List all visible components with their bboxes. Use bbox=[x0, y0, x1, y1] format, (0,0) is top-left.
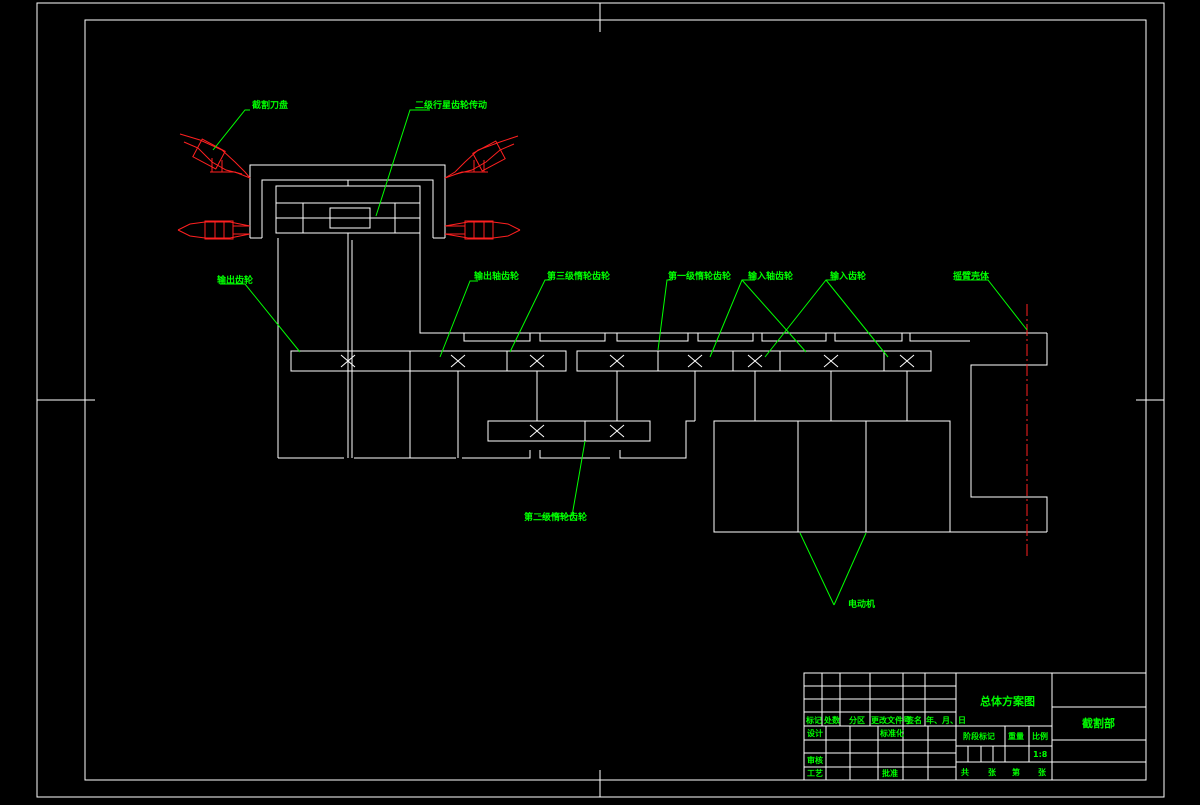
row-review: 审核 bbox=[807, 755, 823, 765]
row-standardization: 标准化 bbox=[879, 728, 904, 738]
sheet-no-label: 第 bbox=[1012, 767, 1020, 777]
label-cutter-head: 截割刀盘 bbox=[252, 99, 288, 111]
scale-value: 1:8 bbox=[1033, 750, 1048, 759]
planetary-gearbox bbox=[249, 164, 464, 458]
label-input-shaft-gear: 输入轴齿轮 bbox=[748, 270, 793, 282]
hdr-count: 处数 bbox=[823, 715, 841, 725]
weight-label: 重量 bbox=[1008, 731, 1024, 741]
gear-train bbox=[278, 332, 1047, 459]
outer-border bbox=[36, 2, 1165, 798]
hdr-mark: 标记 bbox=[805, 715, 822, 725]
sheet-unit-1: 张 bbox=[988, 768, 997, 777]
title-block-text: 总体方案图 截割部 标记 处数 分区 更改文件号 签名 年、月、日 设计 标准化… bbox=[805, 694, 1115, 778]
motors bbox=[713, 420, 1047, 533]
title-block bbox=[803, 672, 1147, 781]
sun-gear-box bbox=[329, 207, 371, 229]
hdr-sign: 签名 bbox=[905, 715, 922, 725]
label-planetary: 二级行星齿轮传动 bbox=[415, 99, 487, 111]
row-process: 工艺 bbox=[807, 768, 823, 778]
cutter-upper-right bbox=[444, 135, 519, 179]
label-third-idler: 第三级惰轮齿轮 bbox=[547, 270, 610, 282]
leader-lines bbox=[212, 109, 1028, 606]
motor-3 bbox=[865, 420, 951, 533]
output-shaft-row-left bbox=[290, 350, 567, 372]
planetary-carrier bbox=[275, 185, 421, 234]
arm-bracket bbox=[970, 304, 1048, 556]
company-name: 截割部 bbox=[1082, 716, 1115, 730]
leader-labels: 截割刀盘 二级行星齿轮传动 输出齿轮 输出轴齿轮 第三级惰轮齿轮 第一级惰轮齿轮… bbox=[217, 99, 990, 610]
row-approve: 批准 bbox=[882, 768, 898, 778]
label-first-idler: 第一级惰轮齿轮 bbox=[668, 270, 731, 282]
cutter-lower-left bbox=[177, 220, 251, 240]
planet-gear-box bbox=[302, 202, 396, 234]
sheet-total-label: 共 bbox=[961, 767, 969, 777]
label-second-idler: 第二级惰轮齿轮 bbox=[524, 511, 587, 523]
label-motor: 电动机 bbox=[848, 598, 875, 610]
label-output-shaft-gear: 输出轴齿轮 bbox=[474, 270, 519, 282]
hdr-date: 年、月、日 bbox=[926, 715, 966, 725]
row-design: 设计 bbox=[807, 728, 823, 738]
drawing-title: 总体方案图 bbox=[980, 694, 1035, 708]
hdr-zone: 分区 bbox=[849, 715, 865, 725]
motor-1 bbox=[713, 420, 799, 533]
cutter-heads bbox=[177, 133, 521, 240]
inner-border bbox=[84, 19, 1147, 781]
scale-label: 比例 bbox=[1032, 731, 1048, 741]
stage-mark: 阶段标记 bbox=[963, 731, 995, 741]
label-input-gear: 输入齿轮 bbox=[830, 270, 866, 282]
hdr-change-doc: 更改文件号 bbox=[871, 715, 911, 725]
output-shaft-row-right bbox=[576, 350, 932, 372]
motor-2 bbox=[797, 420, 867, 533]
label-output-gear: 输出齿轮 bbox=[217, 274, 253, 286]
cutter-upper-left bbox=[179, 133, 251, 179]
label-cutting-arm: 摇臂壳体 bbox=[953, 270, 990, 282]
sheet-frame bbox=[36, 2, 1165, 798]
sheet-unit-2: 张 bbox=[1038, 768, 1047, 777]
cutter-lower-right bbox=[444, 220, 521, 240]
second-idler-row bbox=[487, 420, 651, 442]
